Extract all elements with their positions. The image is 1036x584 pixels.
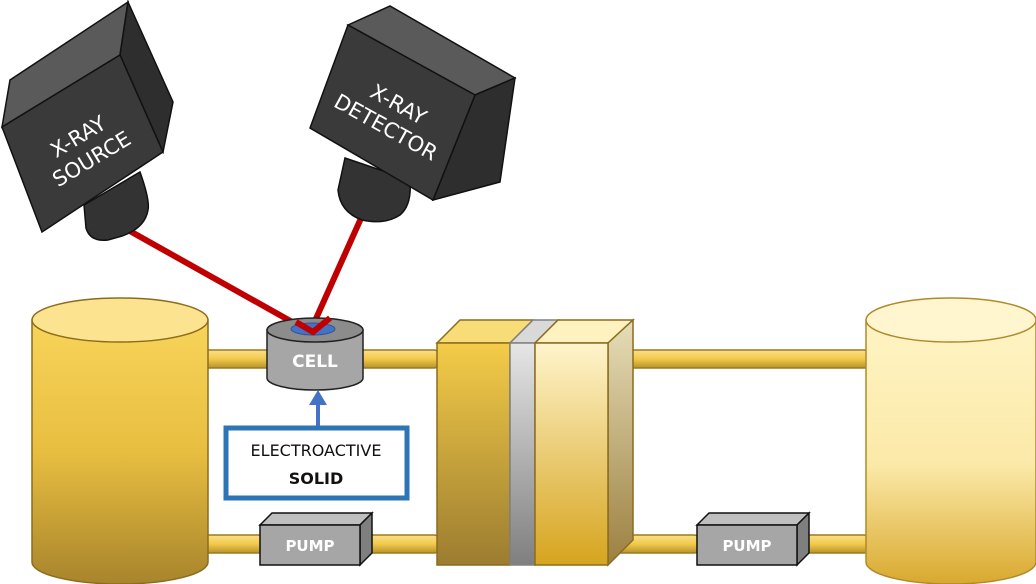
pump-right: PUMP: [695, 511, 811, 567]
x-ray-detector: X-RAY DETECTOR: [309, 5, 517, 223]
pump-left: PUMP: [258, 511, 374, 567]
electroactive-solid-box: ELECTROACTIVE SOLID: [223, 425, 410, 501]
stack-left-block: [436, 342, 511, 566]
solid-label-line1: ELECTROACTIVE: [251, 441, 382, 460]
arrow-up: [309, 390, 327, 428]
x-ray-source: X-RAY SOURCE: [0, 0, 174, 241]
solid-label-line2: SOLID: [289, 469, 344, 488]
pipe-bottom-left-a: [199, 534, 265, 554]
pipe-bottom-right-b: [799, 534, 871, 554]
pump-right-label: PUMP: [722, 537, 771, 555]
cell: CELL: [266, 315, 364, 391]
pipe-bottom-left-b: [363, 534, 441, 554]
right-tank: [865, 297, 1036, 584]
membrane: [509, 342, 536, 566]
electrochemical-stack: [435, 318, 635, 567]
cell-label: CELL: [292, 352, 338, 372]
pipe-top-right: [619, 349, 871, 369]
left-tank: [31, 297, 209, 584]
stack-right-block: [534, 342, 609, 566]
pump-left-label: PUMP: [285, 537, 334, 555]
